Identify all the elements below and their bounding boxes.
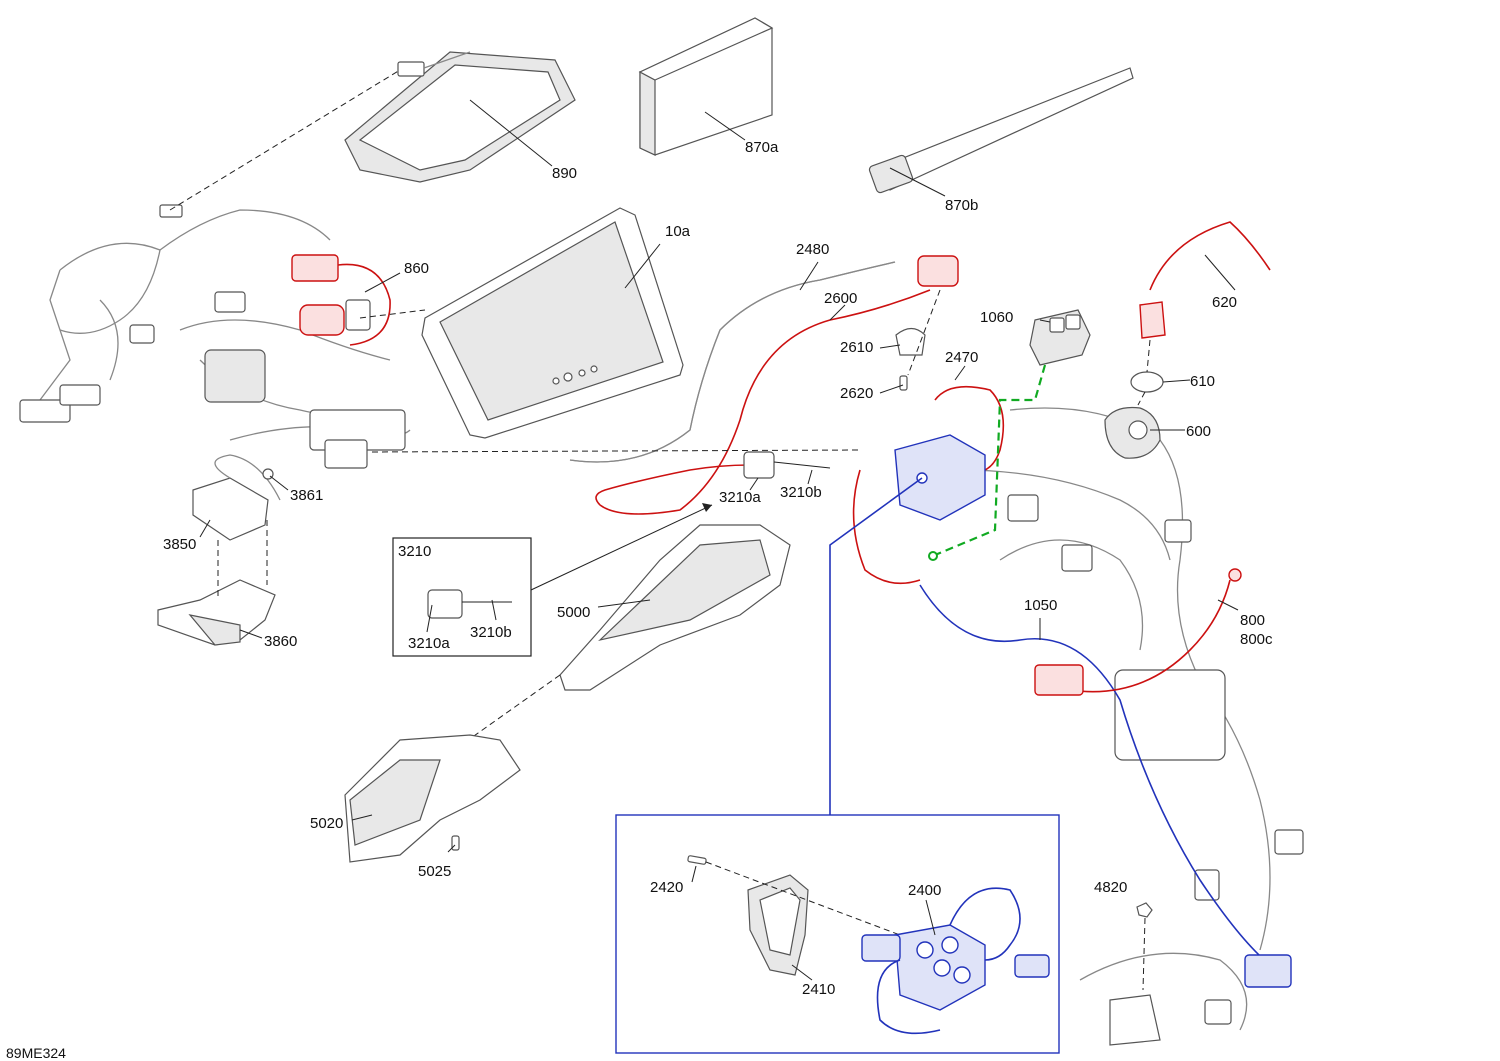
leader-lines <box>199 99 1239 981</box>
callout-600: 600 <box>1186 423 1211 440</box>
part-2420-screw <box>687 855 707 865</box>
callout-3861: 3861 <box>290 487 323 504</box>
callout-5025: 5025 <box>418 863 451 880</box>
part-2400-switch <box>861 887 1050 1035</box>
callout-860: 860 <box>404 260 429 277</box>
part-3210-connector <box>743 451 831 479</box>
callout-3210a-inset: 3210a <box>408 635 450 652</box>
part-5020-cover <box>344 734 521 863</box>
inset-3210 <box>392 503 713 657</box>
part-3860-bracket <box>157 579 276 646</box>
part-600-switch <box>1104 406 1161 459</box>
part-2620-screw <box>899 375 908 391</box>
part-5000-housing <box>559 524 791 691</box>
callout-1050: 1050 <box>1024 597 1057 614</box>
callout-2410: 2410 <box>802 981 835 998</box>
part-blue-switch-assembly <box>829 434 1292 988</box>
figure-code: 89ME324 <box>6 1045 66 1061</box>
callout-labels: 890 870a 870b 860 10a 2480 2600 2610 262… <box>6 139 1273 1061</box>
callout-5000: 5000 <box>557 604 590 621</box>
callout-800: 800 <box>1240 612 1265 629</box>
part-610-cap <box>1130 371 1164 393</box>
callout-890: 890 <box>552 165 577 182</box>
callout-3210: 3210 <box>398 543 431 560</box>
callout-3210b: 3210b <box>780 484 822 501</box>
callout-10a: 10a <box>665 223 691 240</box>
part-2480-cable <box>569 261 896 463</box>
callout-870a: 870a <box>745 139 779 156</box>
callout-2610: 2610 <box>840 339 873 356</box>
callout-2600: 2600 <box>824 290 857 307</box>
left-wiring-harness <box>19 204 411 469</box>
callout-2470: 2470 <box>945 349 978 366</box>
callout-870b: 870b <box>945 197 978 214</box>
part-620-tether <box>1139 221 1271 339</box>
callout-3860: 3860 <box>264 633 297 650</box>
part-870b-cable-tie <box>868 67 1134 194</box>
part-1060-switch <box>1029 309 1091 366</box>
callout-2400: 2400 <box>908 882 941 899</box>
callout-3210a: 3210a <box>719 489 761 506</box>
callout-1060: 1060 <box>980 309 1013 326</box>
part-5025-screw <box>451 835 460 851</box>
callout-3850: 3850 <box>163 536 196 553</box>
part-800-lead <box>1034 568 1242 696</box>
part-2410-cover <box>747 874 809 976</box>
callout-5020: 5020 <box>310 815 343 832</box>
part-10a-display <box>421 207 684 439</box>
callout-2620: 2620 <box>840 385 873 402</box>
callout-4820: 4820 <box>1094 879 1127 896</box>
part-2600-cable <box>595 255 959 515</box>
part-4820-nut <box>1136 902 1153 918</box>
right-wiring-harness <box>959 407 1304 1046</box>
part-860-connector <box>291 254 391 346</box>
part-870a-pad <box>638 17 774 156</box>
callout-610: 610 <box>1190 373 1215 390</box>
callout-620: 620 <box>1212 294 1237 311</box>
part-890-cover <box>344 51 576 183</box>
part-2470-harness <box>852 385 1005 585</box>
callout-2420: 2420 <box>650 879 683 896</box>
inset-switch-detail <box>615 814 1060 1054</box>
callout-2480: 2480 <box>796 241 829 258</box>
part-3850-module <box>192 454 281 541</box>
callout-800c: 800c <box>1240 631 1273 648</box>
callout-3210b-inset: 3210b <box>470 624 512 641</box>
